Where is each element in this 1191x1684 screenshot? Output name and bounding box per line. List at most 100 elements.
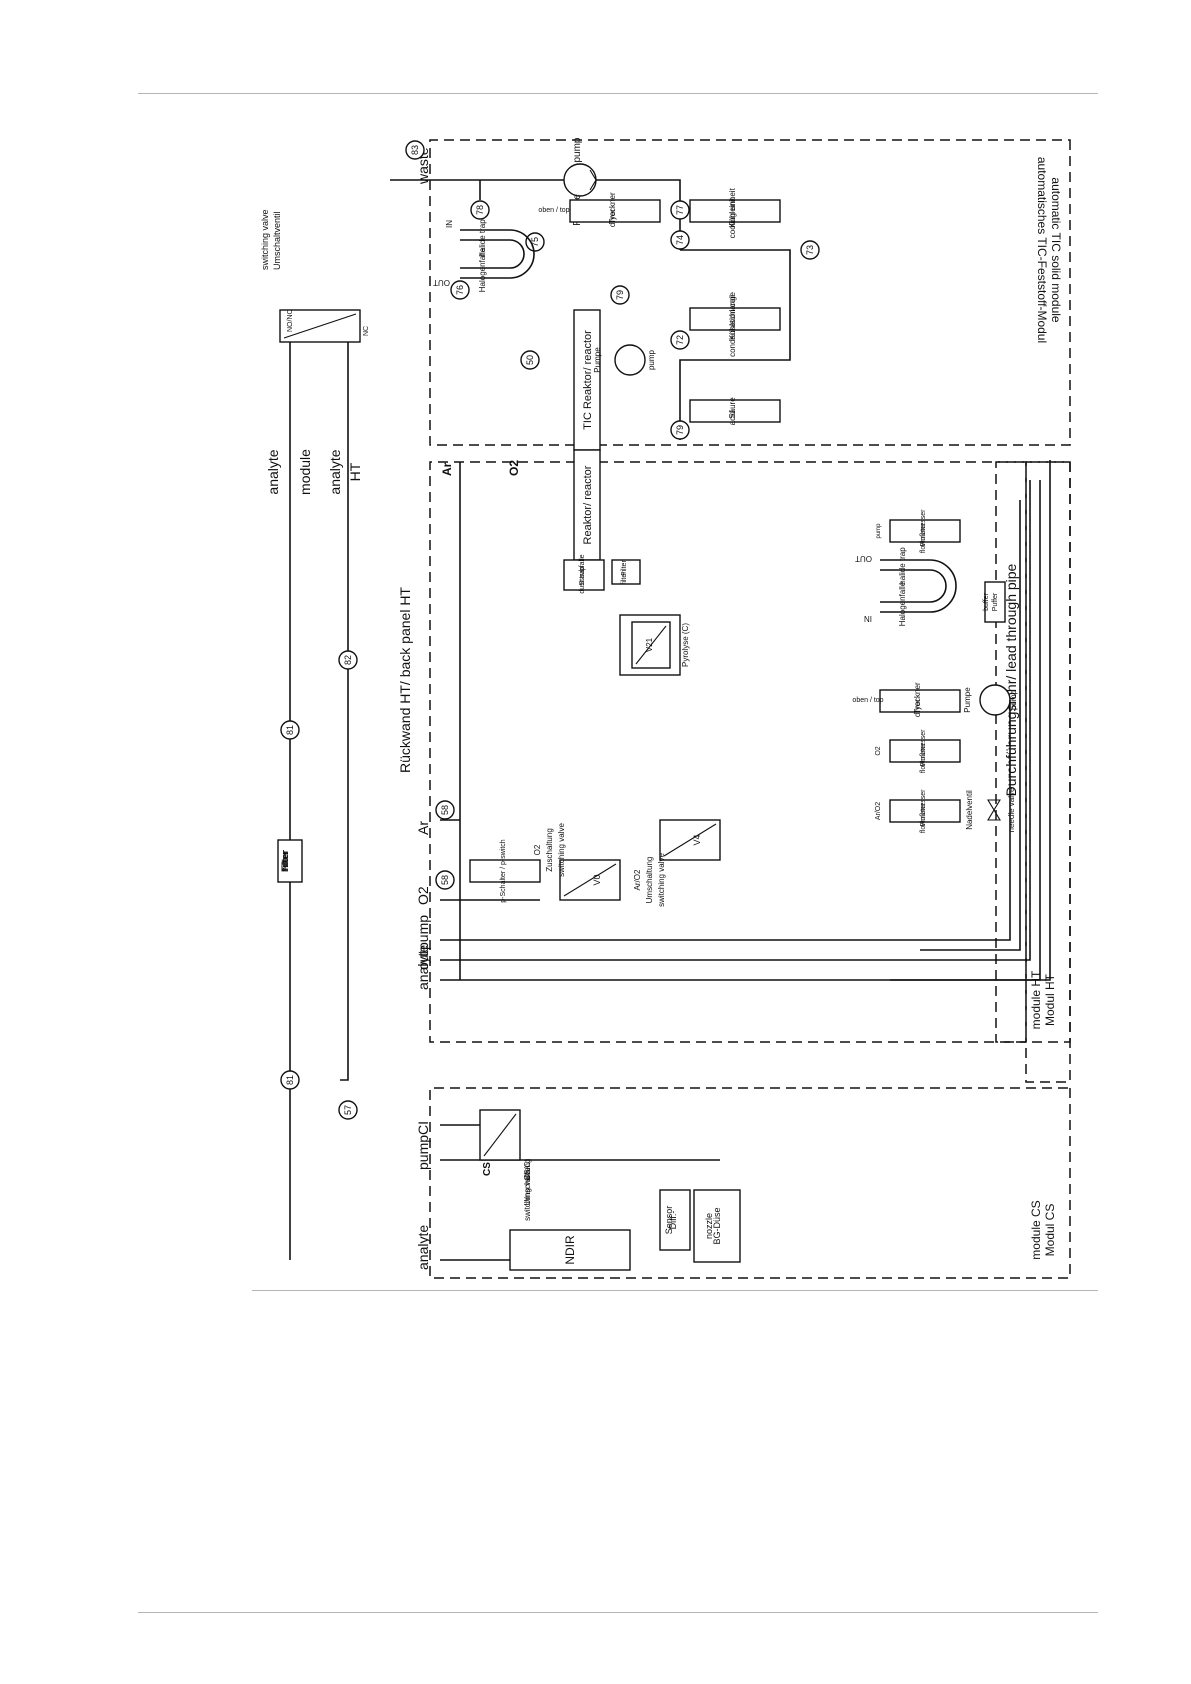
pipe-72-label: 72 (675, 335, 685, 345)
ar-back-label: Ar (440, 462, 454, 476)
saeure (689, 399, 781, 423)
o2-back-label: O2 (507, 460, 521, 476)
puffer (984, 581, 1006, 623)
staubfalle (563, 559, 605, 591)
flow-o2 (889, 739, 961, 763)
pipe-76-label: 76 (455, 285, 465, 295)
flow-ar-tag: Ar/O2 (875, 802, 882, 820)
pipe-57-label: 57 (343, 1105, 353, 1115)
figure-bottom-rule (252, 1290, 1098, 1291)
o2-switch-label-3: switching valve (557, 823, 566, 877)
cs-ci-label: CS/CI (523, 1159, 532, 1180)
kuehleinheit-label: Kühleinheit (728, 187, 737, 227)
trockner-top-label: Trockner (608, 192, 617, 224)
switching-valve-top-label-en: switching valve (260, 209, 270, 270)
oben-mid-label: oben / top (852, 697, 883, 704)
cs-ci-label-3: switching valve (523, 1167, 532, 1221)
in-label-top: IN (445, 220, 454, 228)
saeure-label: Säure (728, 397, 737, 419)
flow-o2-tag: O2 (875, 746, 882, 755)
pipe-58-ar-label: 58 (440, 805, 450, 815)
needle-valve-icon (987, 799, 1001, 821)
pipe-78-label: 78 (475, 205, 485, 215)
halide-trap-mid-utube-inner (880, 569, 947, 603)
module-ht-title-en: module HT (1029, 970, 1043, 1029)
pipe-79b-label: 79 (675, 425, 685, 435)
module-cs-title: Modul CS (1043, 1204, 1057, 1257)
flow-o2-label-en: flowmeter (920, 742, 927, 773)
p-switch (469, 859, 541, 883)
pipe-77 (670, 200, 690, 220)
filter-small (611, 559, 641, 585)
flow-ar (889, 799, 961, 823)
pipe-81a-label: 81 (285, 725, 295, 735)
analyte-ht-line (340, 330, 349, 1081)
bg-nozzle-label: BG-Düse (712, 1207, 722, 1244)
pipe-58-o2-label: 58 (440, 875, 450, 885)
ar-port-label: Ar (415, 821, 431, 835)
trockner-top (569, 199, 661, 223)
puffer-label: Puffer (992, 592, 999, 611)
pump-port-line (440, 700, 1011, 941)
oben-top-label: oben / top (538, 207, 569, 214)
ndir (509, 1229, 631, 1271)
filter-main (277, 839, 303, 883)
back-panel-title: Rückwand HT/ back panel HT (397, 587, 413, 773)
halide-trap-top-utube (460, 229, 535, 279)
ndir-label: NDIR (563, 1235, 577, 1265)
switching-valve-top-diag (283, 313, 357, 339)
o2-switch-label-2: Zuschaltung (545, 828, 554, 872)
out-label-mid: OUT (855, 554, 872, 563)
analyte-module-label-2: module (297, 449, 313, 495)
staubfalle-label: Staubfalle (579, 554, 586, 585)
filter-small-label-en: filter (621, 571, 628, 585)
ci-port-label: CI (415, 1121, 431, 1135)
kuehlschlange (689, 307, 781, 331)
trockner-mid-label-en: dryer (913, 699, 922, 718)
trockner-mid (879, 689, 961, 713)
pump-right-label-en: pump (1009, 689, 1018, 710)
nc-label: NC (363, 326, 370, 336)
pump-cs-label: pump (415, 1135, 431, 1170)
aro2-switch-label-3: switching valve (657, 853, 666, 907)
module-ht-title: Modul HT (1043, 973, 1057, 1026)
pipe-79b (670, 420, 690, 440)
pipe-83-label: 83 (410, 145, 420, 155)
pipe-57 (338, 1100, 358, 1120)
analyte-ht-label: analyte (327, 449, 343, 494)
tic-solid-module-title-en: automatic TIC solid module (1049, 177, 1063, 323)
tic-solid-module-title: automatisches TIC-Feststoff-Modul (1035, 157, 1049, 343)
p-switch-label: p-Schalter / p-switch (500, 839, 507, 903)
analyte-cs-label: analyte (415, 1225, 431, 1270)
halide-trap-mid-label-en: halide trap (898, 547, 907, 585)
diff-sensor (659, 1189, 691, 1251)
saeure-label-en: acid (728, 411, 737, 426)
halide-trap-top-label-en: halide trap (478, 219, 487, 257)
no-nc-label: NO/NC (287, 309, 294, 332)
halide-trap-mid-label: Halogenfalle (898, 581, 907, 626)
pipe-82-label: 82 (343, 655, 353, 665)
staubfalle-label-en: dust trap (579, 566, 586, 593)
halide-trap-top-label: Halogenfalle (478, 247, 487, 292)
pipe-83 (405, 140, 425, 160)
needle-valve-label-en: needle valve (1007, 787, 1016, 832)
pyrolyse-label: Pyrolyse (C) (681, 623, 690, 667)
lead-through-outline (995, 461, 1027, 1043)
pipe-74 (670, 230, 690, 250)
pump-top-label-en: pump (572, 137, 583, 162)
trockner-top-label-en: dryer (608, 209, 617, 228)
diff-sensor-label-2: Sensor (664, 1206, 674, 1235)
reactor-label: Reaktor/ reactor (582, 465, 594, 544)
in-label-mid: IN (864, 614, 872, 623)
pipe-79a (610, 285, 630, 305)
pipe-81a (280, 720, 300, 740)
pipe-73-label: 73 (805, 245, 815, 255)
pipe-58-o2 (435, 870, 455, 890)
analyte-port-line (440, 460, 1051, 981)
halide-trap-mid-utube (880, 559, 957, 613)
pipe-74-label: 74 (675, 235, 685, 245)
flow-pump (889, 519, 961, 543)
flow-ar-label: Flußmesser (920, 789, 927, 827)
pipe-76 (450, 280, 470, 300)
